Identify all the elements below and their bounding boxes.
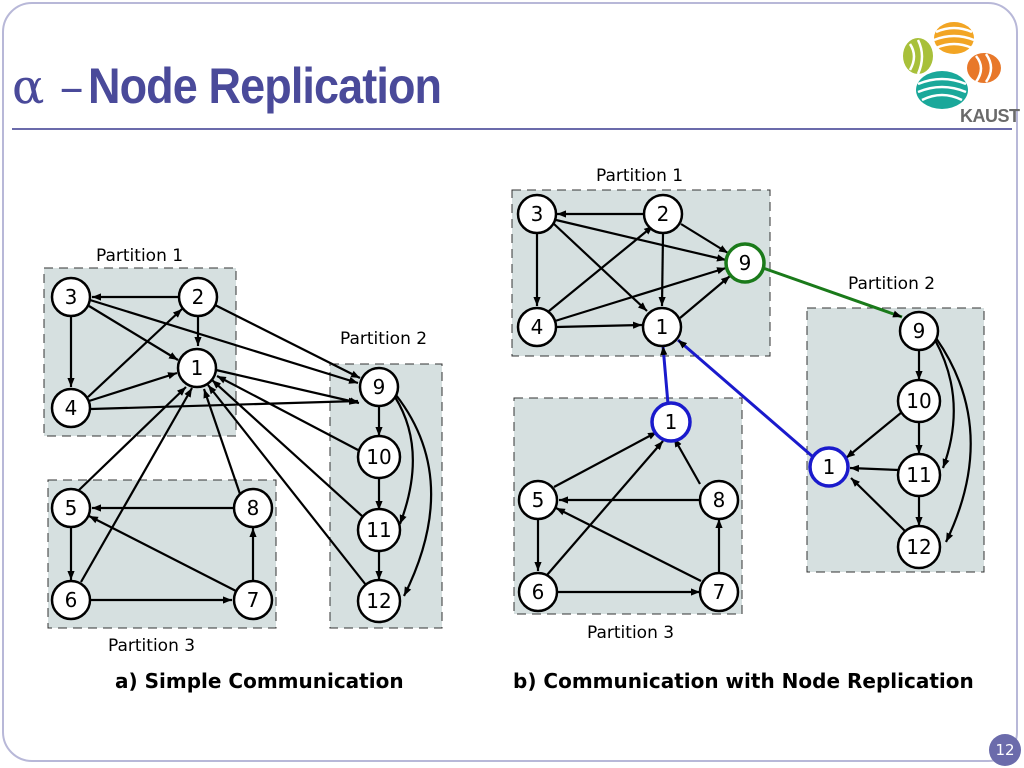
svg-text:11: 11 bbox=[906, 463, 931, 487]
svg-text:6: 6 bbox=[532, 580, 545, 604]
svg-text:4: 4 bbox=[65, 396, 78, 420]
b-replica-node-1-partition-2: 1 bbox=[808, 446, 850, 488]
b-node-9: 9 bbox=[898, 310, 940, 352]
svg-text:12: 12 bbox=[366, 589, 391, 613]
b-node-11: 11 bbox=[896, 452, 942, 498]
svg-text:1: 1 bbox=[656, 315, 669, 339]
svg-text:2: 2 bbox=[192, 285, 205, 309]
b-node-5: 5 bbox=[517, 479, 559, 521]
b-caption: b) Communication with Node Replication bbox=[513, 669, 974, 693]
b-node-7: 7 bbox=[698, 571, 740, 613]
b-nodes: 1 2 3 4 5 6 7 8 9 10 11 12 9 1 1 bbox=[516, 193, 942, 613]
b-node-6: 6 bbox=[517, 571, 559, 613]
svg-text:6: 6 bbox=[65, 588, 78, 612]
diagram-a: Partition 1 Partition 2 Partition 3 bbox=[43, 246, 443, 693]
b-replica-node-9: 9 bbox=[724, 242, 766, 284]
svg-text:10: 10 bbox=[906, 389, 931, 413]
a-node-6: 6 bbox=[50, 579, 92, 621]
kaust-logo-text: KAUST bbox=[960, 106, 1020, 126]
svg-text:9: 9 bbox=[739, 251, 752, 275]
svg-text:1: 1 bbox=[191, 356, 204, 380]
a-node-5: 5 bbox=[50, 487, 92, 529]
b-node-8: 8 bbox=[698, 479, 740, 521]
b-replica-node-1-partition-3: 1 bbox=[650, 401, 692, 443]
a-node-1: 1 bbox=[176, 347, 218, 389]
b-node-2: 2 bbox=[642, 193, 684, 235]
b-partition-2-box bbox=[806, 307, 985, 573]
svg-text:8: 8 bbox=[713, 488, 726, 512]
page-number-badge: 12 bbox=[989, 734, 1021, 766]
svg-text:9: 9 bbox=[913, 319, 926, 343]
svg-text:8: 8 bbox=[247, 496, 260, 520]
b-partition-1-label: Partition 1 bbox=[596, 166, 683, 186]
diagram-b: Partition 1 Partition 2 Partition 3 bbox=[511, 166, 985, 693]
svg-text:1: 1 bbox=[823, 455, 836, 479]
svg-text:1: 1 bbox=[665, 410, 678, 434]
b-node-12: 12 bbox=[896, 524, 942, 570]
svg-text:5: 5 bbox=[65, 496, 78, 520]
a-partition-2-label: Partition 2 bbox=[340, 329, 427, 349]
slide-title: α – Node Replication bbox=[12, 56, 481, 116]
a-node-12: 12 bbox=[356, 578, 402, 624]
a-nodes: 1 2 3 4 5 6 7 8 9 10 11 12 bbox=[50, 276, 402, 624]
a-node-10: 10 bbox=[356, 434, 402, 480]
a-node-9: 9 bbox=[358, 366, 400, 408]
a-node-3: 3 bbox=[50, 276, 92, 318]
svg-text:3: 3 bbox=[531, 202, 544, 226]
b-node-10: 10 bbox=[896, 378, 942, 424]
a-node-7: 7 bbox=[232, 579, 274, 621]
svg-text:11: 11 bbox=[366, 518, 391, 542]
svg-text:4: 4 bbox=[531, 315, 544, 339]
a-partition-1-label: Partition 1 bbox=[96, 246, 183, 266]
a-partition-3-label: Partition 3 bbox=[108, 636, 195, 656]
a-caption: a) Simple Communication bbox=[115, 669, 404, 693]
kaust-logo-icon bbox=[903, 22, 1001, 109]
b-node-1: 1 bbox=[641, 306, 683, 348]
svg-text:5: 5 bbox=[532, 488, 545, 512]
a-node-8: 8 bbox=[232, 487, 274, 529]
svg-text:7: 7 bbox=[713, 580, 726, 604]
svg-text:7: 7 bbox=[247, 588, 260, 612]
b-partition-3-label: Partition 3 bbox=[587, 623, 674, 643]
a-node-4: 4 bbox=[50, 387, 92, 429]
svg-text:12: 12 bbox=[906, 535, 931, 559]
b-node-3: 3 bbox=[516, 193, 558, 235]
b-partition-2-label: Partition 2 bbox=[848, 274, 935, 294]
svg-text:3: 3 bbox=[65, 285, 78, 309]
a-node-2: 2 bbox=[177, 276, 219, 318]
b-node-4: 4 bbox=[516, 306, 558, 348]
a-node-11: 11 bbox=[356, 507, 402, 553]
alpha-symbol: α – bbox=[12, 59, 84, 115]
svg-text:9: 9 bbox=[373, 375, 386, 399]
svg-text:2: 2 bbox=[657, 202, 670, 226]
svg-text:10: 10 bbox=[366, 445, 391, 469]
title-text: Node Replication bbox=[88, 58, 442, 114]
title-rule bbox=[12, 128, 1012, 130]
